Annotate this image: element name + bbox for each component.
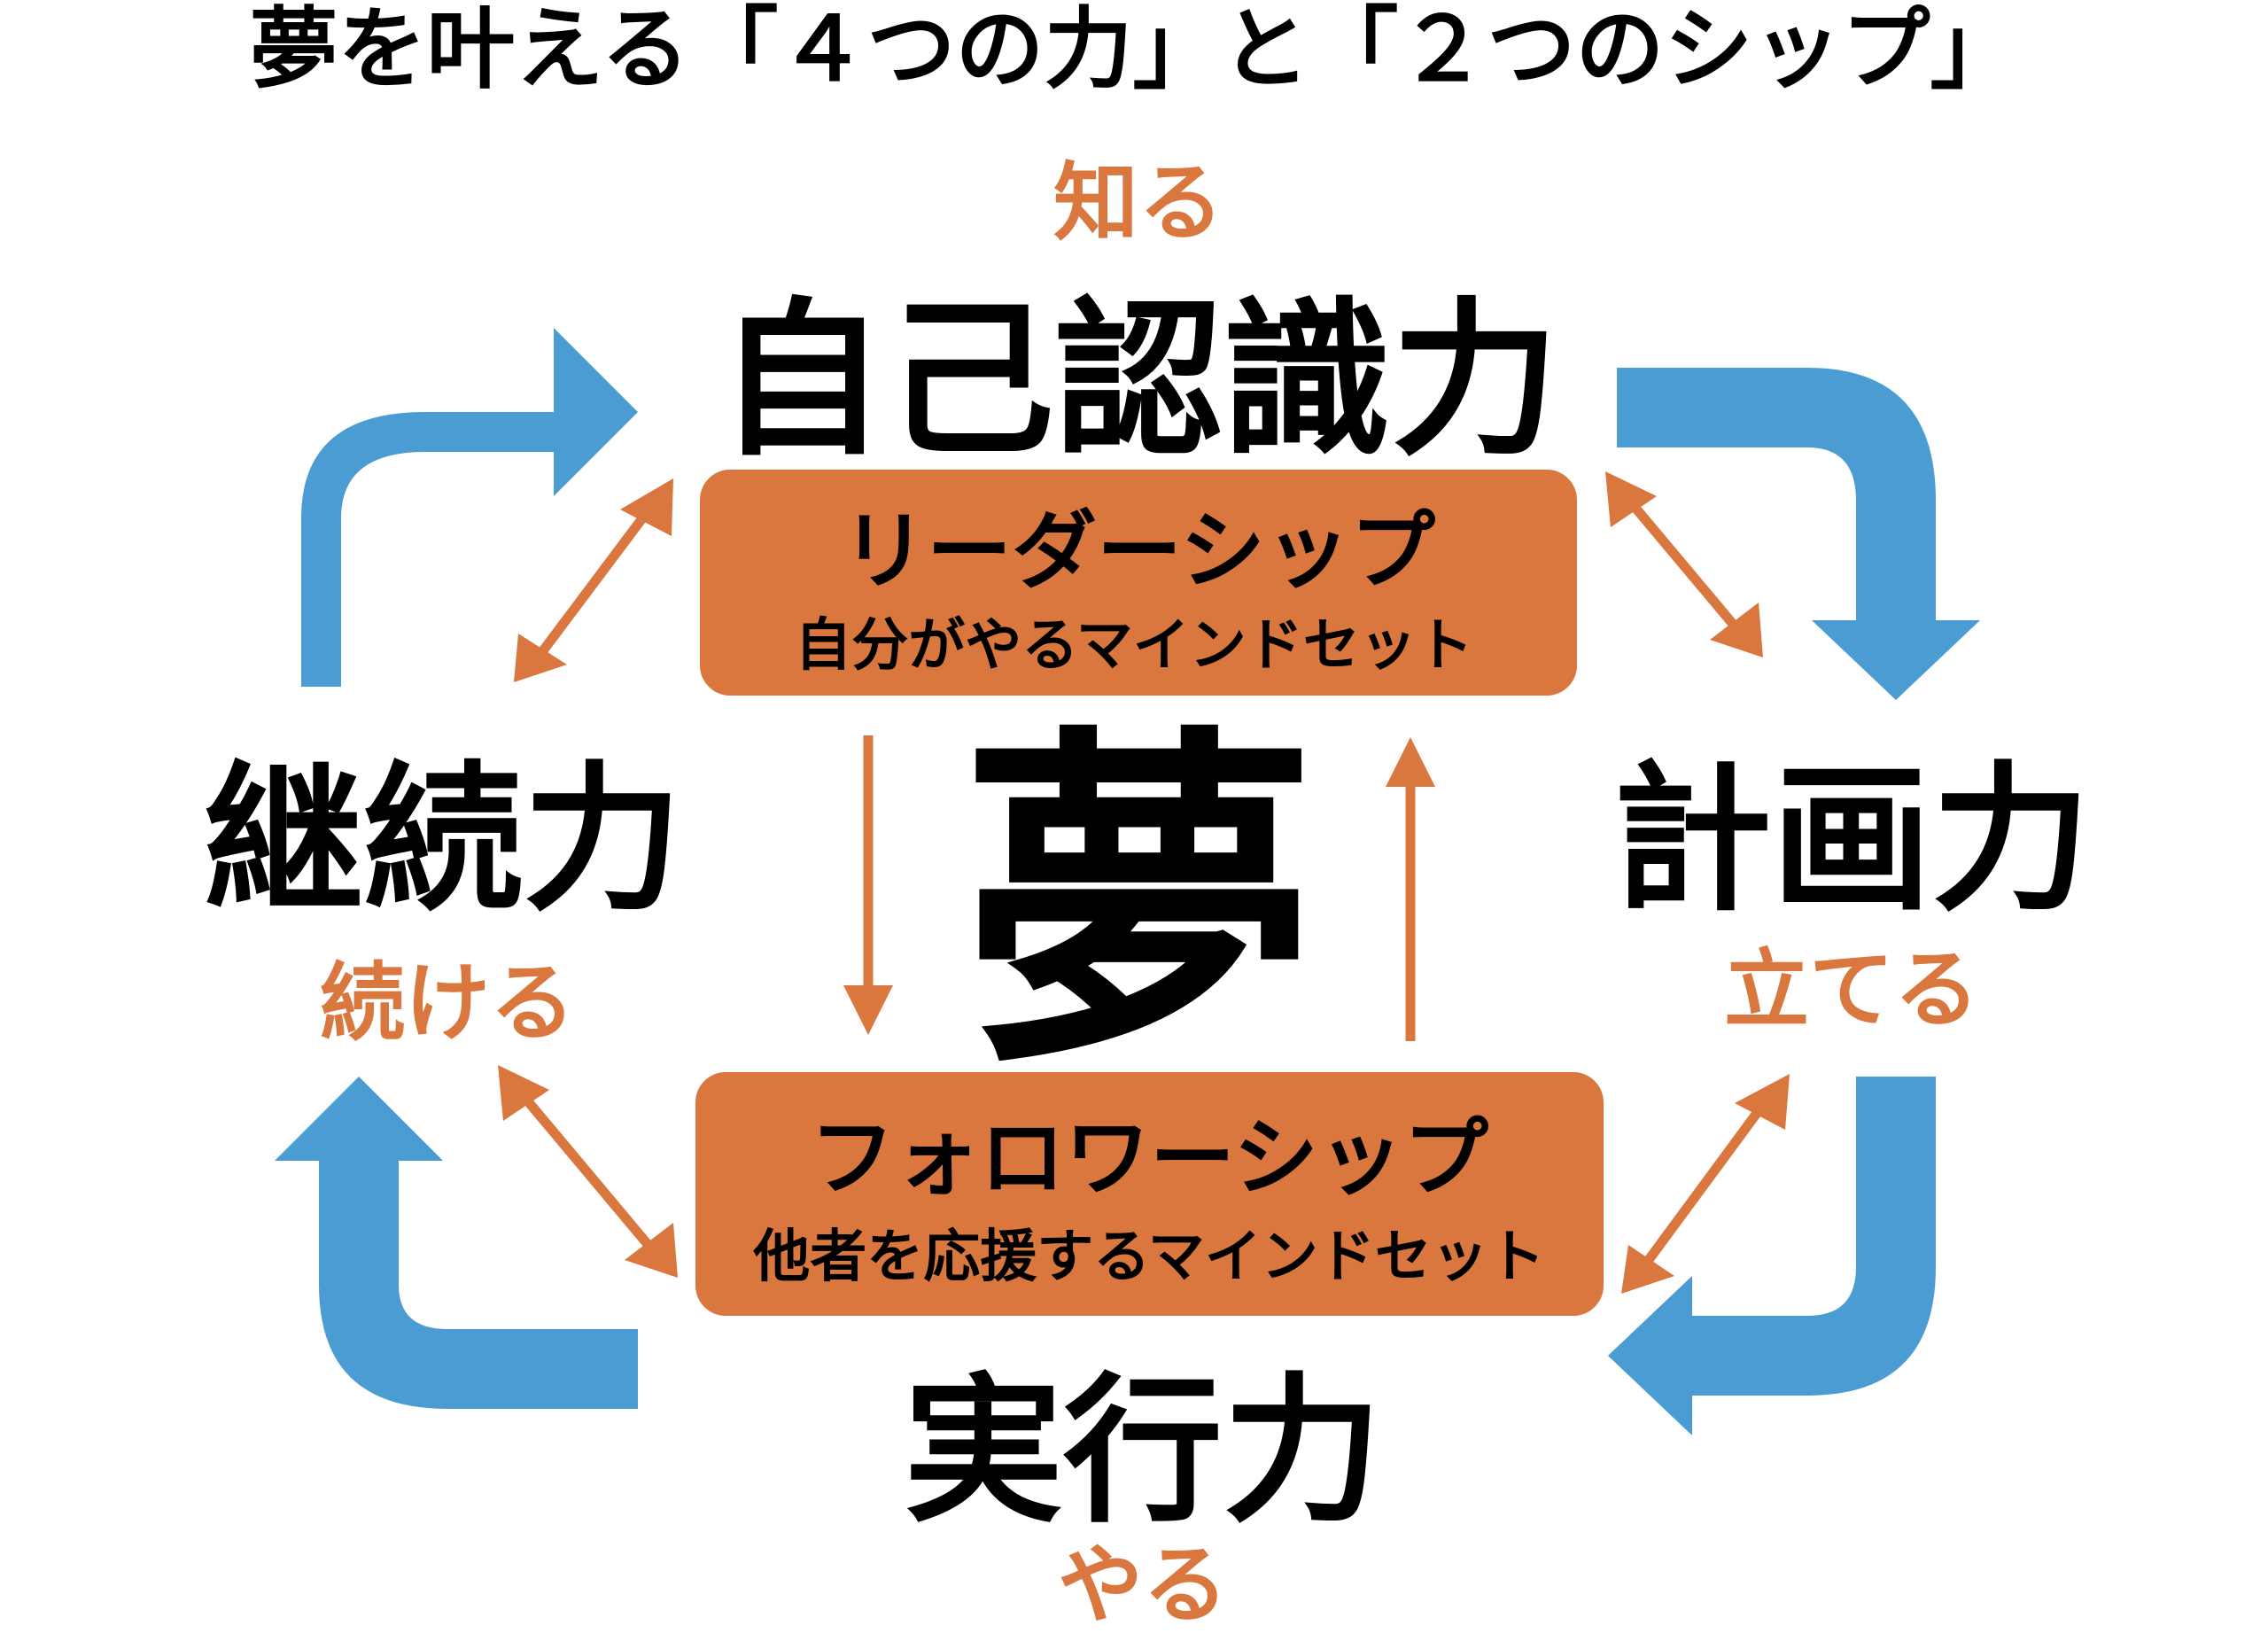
leadership-box [700,470,1577,696]
link-arrow-top-left [514,478,673,682]
power-right-verb: 立てる [1724,940,1979,1039]
link-arrow-top-right [1605,471,1763,657]
cycle-arrow-bottom-right [1608,1077,1936,1435]
link-arrow-bottom-right [1621,1074,1790,1294]
cycle-arrow-bottom-left [275,1077,638,1409]
link-arrow-center-down [843,735,893,1035]
link-arrow-center-up [1386,737,1435,1041]
power-top-verb: 知る [1053,153,1223,253]
power-bottom-verb: やる [1058,1536,1228,1635]
followership-title: フォロワーシップ [810,1108,1488,1208]
cycle-arrow-top-left [301,328,638,687]
power-top-label: 自己認識力 [718,283,1559,478]
power-bottom-label: 実行力 [904,1359,1382,1544]
followership-subtitle: 他者を応援するマインドセット [752,1225,1544,1290]
power-left-verb: 続ける [320,953,575,1053]
power-right-label: 計画力 [1612,748,2091,933]
followership-box [695,1072,1604,1316]
leadership-subtitle: 自分がやるマインドセット [795,613,1472,679]
cycle-arrow-top-right [1617,368,1980,700]
leadership-title: リーダーシップ [842,502,1435,601]
diagram-title: 夢を叶える「４つの力」と「２つのシップ」 [250,0,2019,101]
link-arrow-bottom-left [498,1065,678,1278]
power-left-label: 継続力 [204,748,682,933]
dream-center-label: 夢 [961,700,1316,1112]
